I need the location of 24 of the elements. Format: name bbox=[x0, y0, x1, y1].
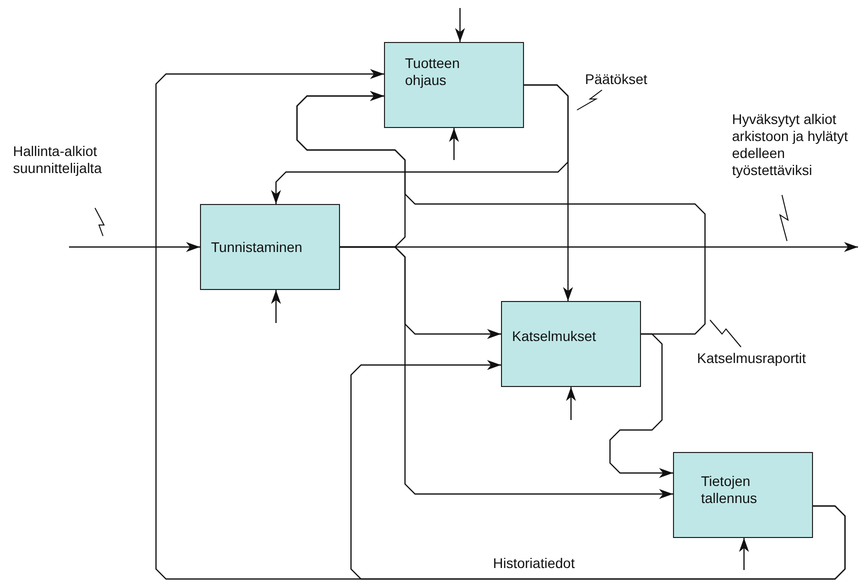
process-label: Katselmukset bbox=[512, 328, 598, 345]
flow-label: Hyväksytyt alkiot arkistoon ja hylätyt edelleen työstettäviksi bbox=[732, 111, 849, 179]
arrow bbox=[609, 333, 673, 478]
process-label: Tietojen tallennus bbox=[701, 473, 758, 507]
process-box bbox=[501, 301, 641, 387]
flow-label: Päätökset bbox=[585, 71, 648, 88]
process-box bbox=[384, 42, 524, 128]
flow-label: Katselmusraportit bbox=[697, 350, 807, 367]
process-box bbox=[200, 204, 340, 290]
process-label: Tuotteen ohjaus bbox=[405, 55, 461, 89]
arrow bbox=[455, 8, 465, 42]
arrow bbox=[296, 91, 706, 335]
arrow bbox=[524, 84, 573, 301]
process-label: Tunnistaminen bbox=[211, 239, 304, 256]
arrow bbox=[340, 246, 673, 499]
arrow bbox=[69, 242, 200, 252]
arrow bbox=[350, 360, 846, 580]
arrow bbox=[739, 538, 749, 570]
arrow bbox=[271, 290, 281, 323]
arrow bbox=[566, 387, 576, 420]
flow-label: Historiatiedot bbox=[493, 555, 576, 572]
arrow bbox=[449, 128, 459, 160]
flow-label: Hallinta-alkiot suunnittelijalta bbox=[13, 143, 103, 177]
process-box bbox=[673, 452, 813, 538]
